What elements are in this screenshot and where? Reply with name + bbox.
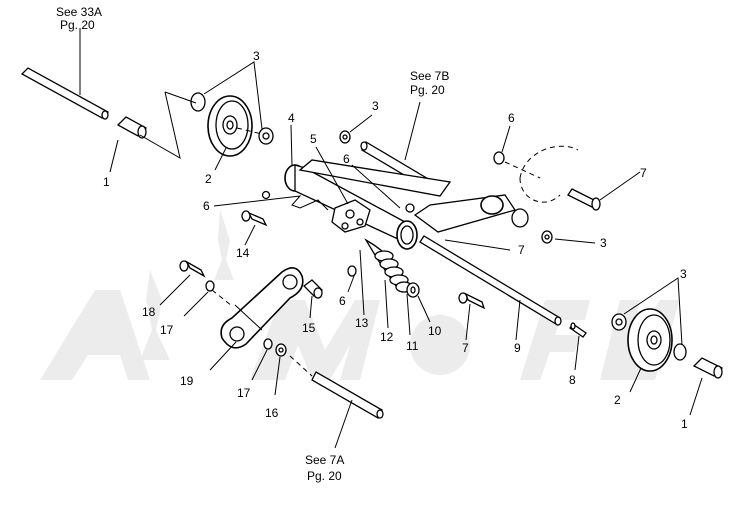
callout-3-top-center: 3: [372, 99, 379, 113]
washer: [190, 92, 206, 112]
callout-9: 9: [514, 341, 521, 355]
washer-nut-16-17: [251, 338, 287, 396]
callout-6-top-right: 6: [508, 111, 515, 125]
callout-5: 5: [310, 132, 317, 146]
bolt-7-lower: [458, 292, 486, 341]
callout-16: 16: [265, 406, 279, 420]
torsion-spring: [347, 238, 431, 336]
upper-left-shaft-group: [20, 28, 181, 173]
callout-6-left: 6: [203, 199, 210, 213]
see-33a-label: See 33A: [56, 5, 102, 19]
callout-1-top: 1: [103, 175, 110, 189]
washer: [263, 338, 273, 350]
callout-17-left: 17: [160, 323, 174, 337]
callout-18: 18: [142, 305, 156, 319]
callout-7-lower: 7: [462, 341, 469, 355]
lower-idler-wheel: [611, 277, 724, 416]
callout-3-right-mid: 3: [600, 236, 607, 250]
see-7b-page: Pg. 20: [410, 83, 445, 97]
callout-10: 10: [428, 324, 442, 338]
see-7a-page: Pg. 20: [307, 469, 342, 483]
callout-8: 8: [569, 373, 576, 387]
spacer-15: [303, 279, 323, 319]
see-33a-page: Pg. 20: [60, 18, 95, 32]
lower-shaft: [289, 355, 384, 449]
callout-6-center: 6: [343, 152, 350, 166]
callout-19: 19: [180, 374, 194, 388]
callout-1-bottom: 1: [681, 417, 688, 431]
nut: [493, 151, 505, 165]
ball: [261, 190, 271, 200]
callout-3-bottom-right: 3: [680, 267, 687, 281]
callout-3-top-left: 3: [253, 49, 260, 63]
upper-right-fasteners: [493, 125, 641, 244]
callout-13: 13: [355, 316, 369, 330]
washer: [673, 343, 687, 361]
washer: [205, 280, 215, 292]
bolt-18: [159, 260, 233, 317]
watermark: [40, 210, 680, 380]
callout-7-top-right: 7: [640, 166, 647, 180]
link-arm-19: [209, 267, 304, 371]
callout-14: 14: [236, 246, 250, 260]
callout-7-center: 7: [518, 243, 525, 257]
callout-12: 12: [380, 330, 394, 344]
see-7b-label: See 7B: [410, 69, 449, 83]
upper-idler-wheel: [164, 61, 274, 171]
callout-6-lower: 6: [339, 294, 346, 308]
callout-2-top: 2: [205, 172, 212, 186]
long-shaft-9: [419, 235, 562, 341]
callout-11: 11: [406, 339, 419, 353]
callout-15: 15: [302, 321, 316, 335]
long-shaft: [20, 67, 110, 119]
a-arm-assembly: [213, 124, 529, 251]
callout-2-bottom: 2: [614, 393, 621, 407]
pin-8: [569, 322, 587, 371]
callout-17-right: 17: [237, 386, 251, 400]
bolt-14: [241, 210, 268, 246]
nut: [347, 265, 357, 277]
see-7a-label: See 7A: [305, 453, 344, 467]
callout-4: 4: [288, 111, 295, 125]
